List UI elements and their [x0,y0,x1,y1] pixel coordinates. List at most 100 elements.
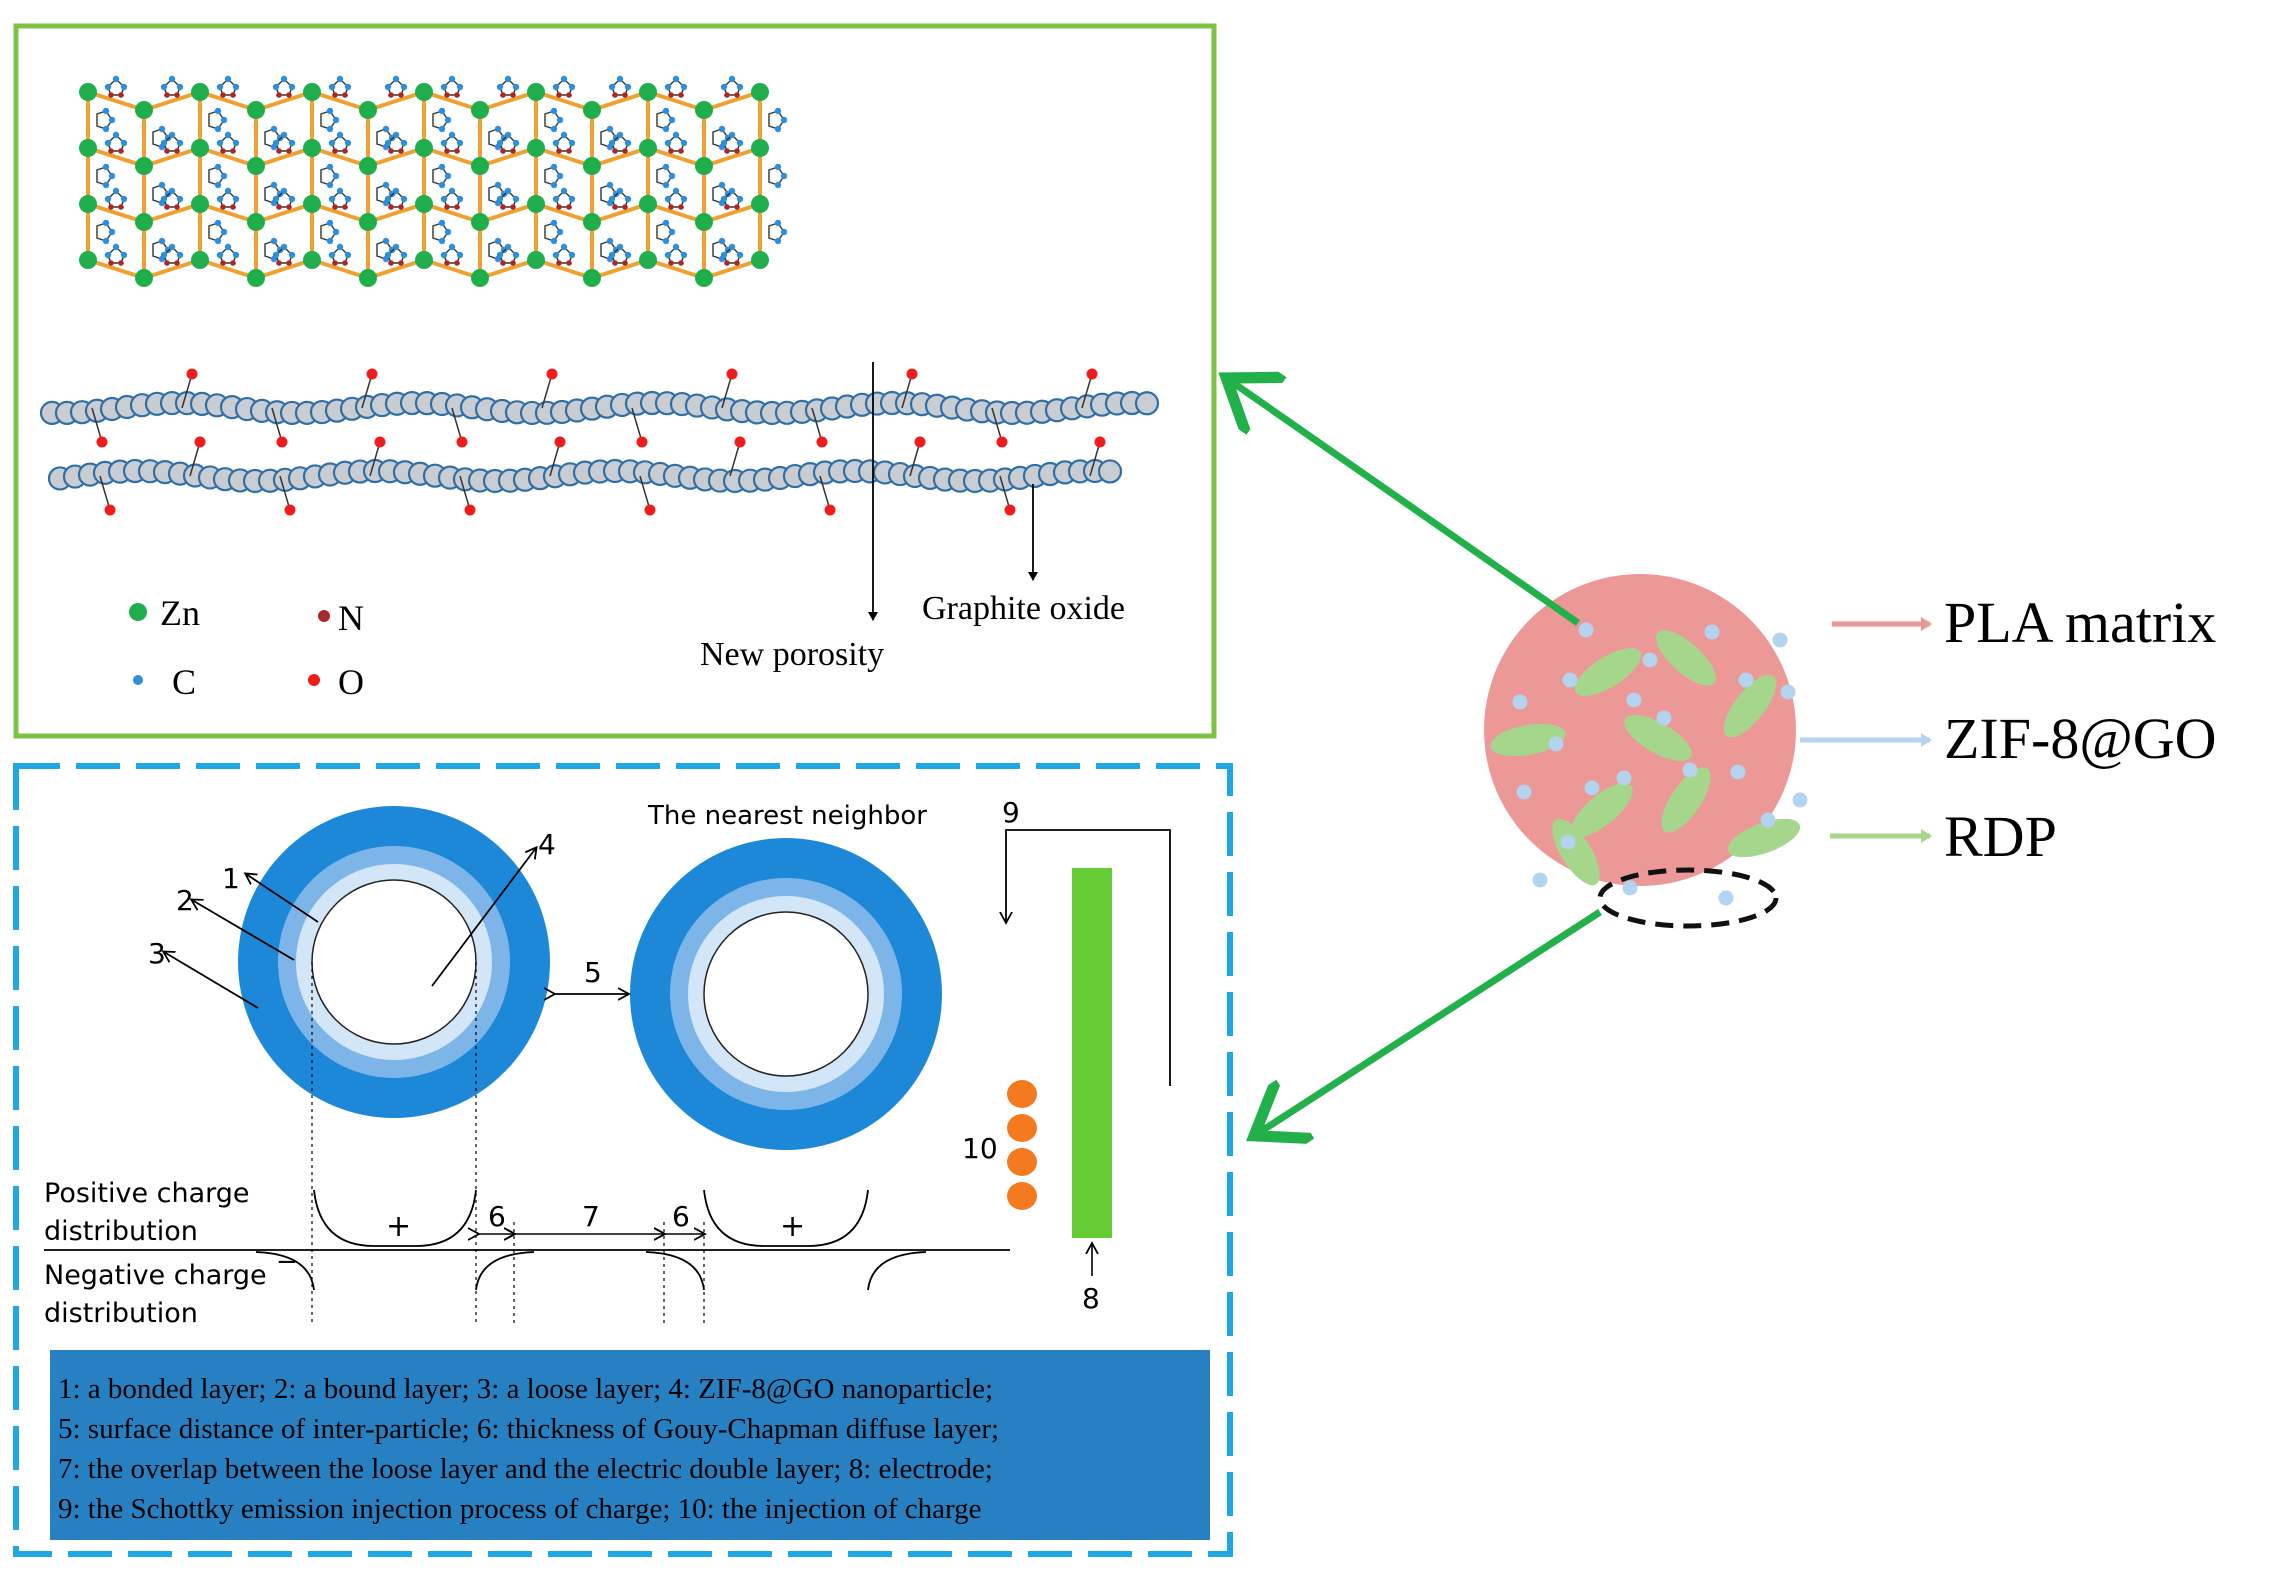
zinc-atom [303,83,321,101]
label-9: 9 [1002,796,1020,829]
carbon-atom [720,195,728,203]
oxygen-bond [721,373,733,409]
carbon-atom [120,251,128,259]
zinc-atom [751,139,769,157]
carbon-atom [550,125,558,133]
zn-n-bond [423,146,481,168]
carbon-atom [438,107,446,115]
zn-n-bond [367,146,425,168]
nitrogen-atom [276,260,282,266]
zn-n-bond [255,90,313,112]
carbon-atom [668,172,676,180]
rdp-particle [1727,818,1801,858]
zinc-atom [751,195,769,213]
carbon-atom [216,139,224,147]
zinc-atom [247,101,265,119]
carbon-atom [214,237,222,245]
zn-n-bond [703,202,761,224]
carbon-atom [336,75,344,83]
carbon-atom [112,243,120,251]
oxygen-bond [459,475,471,511]
zn-n-bond [703,90,761,112]
nitrogen-atom [220,92,226,98]
carbon-atom [384,83,392,91]
carbon-atom [382,181,390,189]
carbon-atom [326,219,334,227]
nitrogen-atom [724,148,730,154]
c-legend-dot [133,675,143,685]
zn-n-bond [423,202,481,224]
oxygen-atom [456,436,468,448]
nitrogen-atom [118,148,124,154]
zinc-atom [191,251,209,269]
plus-sign-left: + [386,1209,411,1244]
zinc-atom [191,139,209,157]
nitrogen-atom [678,204,684,210]
oxygen-bond [819,475,831,511]
carbon-atom [662,237,670,245]
pointer-3 [164,952,259,1009]
carbon-atom [272,195,280,203]
o-legend-dot [308,674,320,686]
carbon-atom [168,131,176,139]
carbon-atom [774,237,782,245]
carbon-atom [332,116,340,124]
carbon-atom [672,187,680,195]
oxygen-bond [901,373,913,409]
nitrogen-atom [734,204,740,210]
oxygen-atom [374,436,386,448]
carbon-atom [120,195,128,203]
zn-n-bond [591,146,649,168]
n-legend-dot [318,610,330,622]
nitrogen-atom [622,92,628,98]
carbon-atom [616,131,624,139]
carbon-atom [112,187,120,195]
carbon-atom [214,219,222,227]
carbon-atom [720,251,728,259]
zn-n-bond [703,258,761,280]
zinc-atom [639,139,657,157]
zif-go-particle [1760,812,1776,828]
oxygen-bond [631,407,643,443]
carbon-atom [560,75,568,83]
carbon-atom [344,251,352,259]
carbon-atom [272,139,280,147]
zinc-atom [135,213,153,231]
label-5: 5 [584,956,602,989]
carbon-atom [214,107,222,115]
nitrogen-atom [164,148,170,154]
oxygen-atom [644,504,656,516]
carbon-atom [102,125,110,133]
nitrogen-atom [388,204,394,210]
carbon-atom [496,251,504,259]
zif-go-particle [1560,834,1576,850]
rdp-particle [1574,648,1642,696]
nitrogen-atom [174,92,180,98]
carbon-atom [216,251,224,259]
zif-go-particle [1562,672,1578,688]
carbon-atom [176,195,184,203]
nitrogen-atom [510,204,516,210]
carbon-atom [780,116,788,124]
zinc-atom [247,157,265,175]
oxygen-atom [816,436,828,448]
nitrogen-atom [622,260,628,266]
rdp-particle [1624,714,1692,762]
carbon-atom [232,83,240,91]
carbon-ring-atom [1134,391,1160,416]
oxygen-atom [734,436,746,448]
nitrogen-atom [724,204,730,210]
zn-n-bond [591,202,649,224]
oxygen-atom [906,368,918,380]
negative-charge-label-line1: Negative charge [44,1260,267,1291]
nitrogen-atom [444,260,450,266]
label-6-right: 6 [672,1200,690,1233]
injected-charge-dots [1007,1080,1037,1210]
zinc-atom [583,101,601,119]
zinc-atom [135,101,153,119]
zinc-atom [415,251,433,269]
carbon-atom [272,251,280,259]
carbon-atom [606,237,614,245]
label-7: 7 [582,1200,600,1233]
rdp-particle [1661,767,1711,833]
